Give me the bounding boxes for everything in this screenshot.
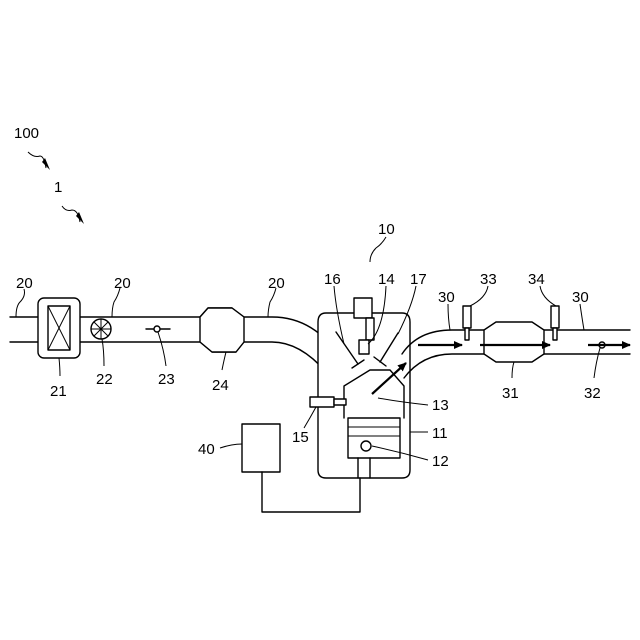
surge-tank (200, 308, 244, 352)
upstream-sensor (463, 306, 471, 340)
air-cleaner (38, 298, 80, 358)
label-15: 15 (292, 429, 309, 446)
label-32: 32 (584, 385, 601, 402)
label-33: 33 (480, 271, 497, 288)
label-10: 10 (378, 221, 395, 238)
label-11: 11 (432, 425, 448, 442)
air-flow-meter (91, 319, 111, 339)
label-20-a: 20 (16, 275, 33, 292)
label-1: 1 (54, 179, 62, 196)
label-23: 23 (158, 371, 175, 388)
label-14: 14 (378, 271, 395, 288)
label-17: 17 (410, 271, 427, 288)
throttle-valve (146, 326, 170, 332)
label-21: 21 (50, 383, 67, 400)
label-24: 24 (212, 377, 229, 394)
label-34: 34 (528, 271, 545, 288)
label-40: 40 (198, 441, 215, 458)
label-16: 16 (324, 271, 341, 288)
catalyst (484, 322, 544, 362)
label-20-c: 20 (268, 275, 285, 292)
label-22: 22 (96, 371, 113, 388)
leader-lines (16, 152, 600, 460)
ecu-box (242, 424, 280, 472)
label-31: 31 (502, 385, 519, 402)
leader-arrowheads (42, 158, 84, 224)
label-13: 13 (432, 397, 449, 414)
label-100: 100 (14, 125, 39, 142)
fuel-injector (310, 397, 346, 407)
label-30-a: 30 (438, 289, 455, 306)
label-30-b: 30 (572, 289, 589, 306)
label-20-b: 20 (114, 275, 131, 292)
label-12: 12 (432, 453, 449, 470)
downstream-sensor (551, 306, 559, 340)
